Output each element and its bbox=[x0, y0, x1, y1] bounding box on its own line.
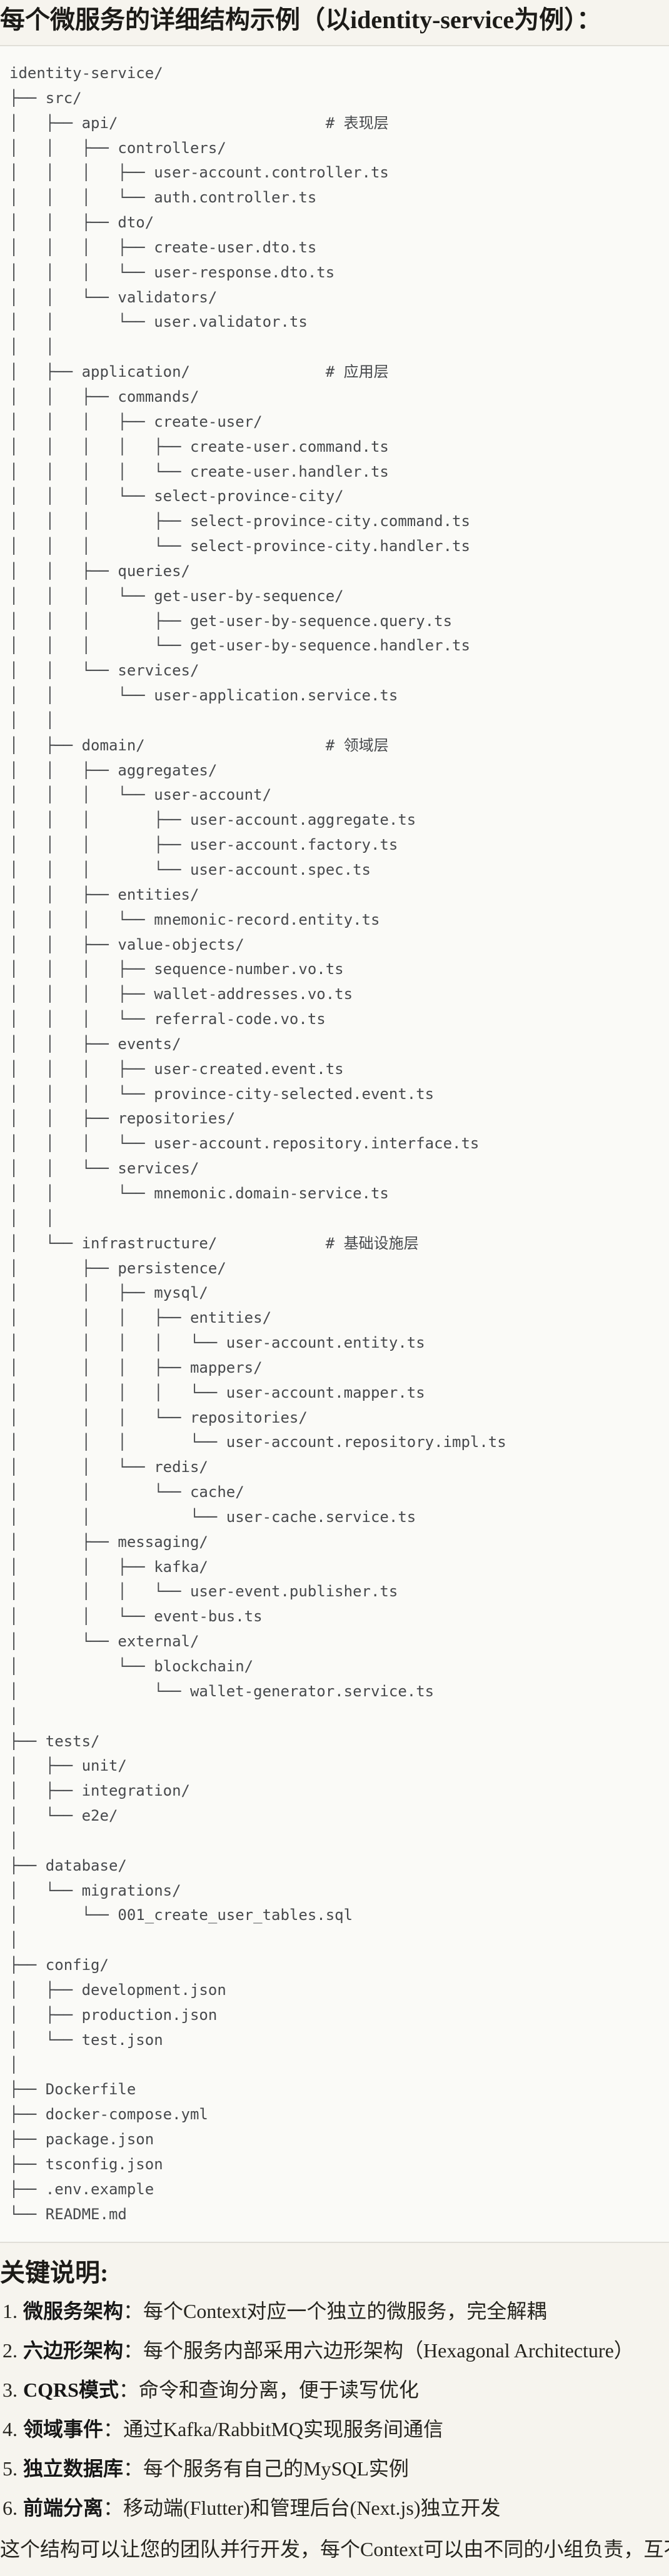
item-text: ：每个服务有自己的MySQL实例 bbox=[123, 2457, 409, 2480]
item-number: 6. bbox=[3, 2497, 18, 2520]
notes-list: 1.微服务架构：每个Context对应一个独立的微服务，完全解耦 2.六边形架构… bbox=[0, 2296, 669, 2523]
list-item: 6.前端分离：移动端(Flutter)和管理后台(Next.js)独立开发 bbox=[0, 2493, 669, 2523]
item-label: 独立数据库 bbox=[23, 2457, 124, 2480]
item-number: 5. bbox=[3, 2457, 18, 2480]
item-text: ：每个Context对应一个独立的微服务，完全解耦 bbox=[123, 2300, 547, 2323]
list-item: 2.六边形架构：每个服务内部采用六边形架构（Hexagonal Architec… bbox=[0, 2335, 669, 2365]
item-label: CQRS模式 bbox=[23, 2379, 119, 2402]
list-item: 5.独立数据库：每个服务有自己的MySQL实例 bbox=[0, 2454, 669, 2484]
item-number: 4. bbox=[3, 2418, 18, 2441]
page-title: 每个微服务的详细结构示例（以identity-service为例）： bbox=[0, 6, 602, 34]
document-page: { "theme":{ "page_bg":"#f6f4ee", "code_b… bbox=[0, 4, 669, 2576]
item-text: ：通过Kafka/RabbitMQ实现服务间通信 bbox=[103, 2418, 443, 2441]
item-number: 3. bbox=[3, 2379, 18, 2402]
item-label: 领域事件 bbox=[23, 2418, 104, 2441]
code-block-directory-tree: identity-service/ ├── src/ │ ├── api/ # … bbox=[0, 45, 669, 2244]
item-text: ：移动端(Flutter)和管理后台(Next.js)独立开发 bbox=[103, 2497, 501, 2520]
notes-heading: 关键说明: bbox=[0, 2259, 109, 2287]
item-label: 六边形架构 bbox=[23, 2339, 124, 2362]
item-text: ：命令和查询分离，便于读写优化 bbox=[118, 2379, 419, 2402]
list-item: 1.微服务架构：每个Context对应一个独立的微服务，完全解耦 bbox=[0, 2296, 669, 2326]
item-label: 微服务架构 bbox=[23, 2300, 124, 2323]
footer-note: 这个结构可以让您的团队并行开发，每个Context可以由不同的小组负责，互不干扰… bbox=[0, 2538, 669, 2561]
item-text: ：每个服务内部采用六边形架构（Hexagonal Architecture） bbox=[123, 2339, 634, 2362]
list-item: 3.CQRS模式：命令和查询分离，便于读写优化 bbox=[0, 2375, 669, 2405]
item-label: 前端分离 bbox=[23, 2497, 104, 2520]
tree-text: identity-service/ ├── src/ │ ├── api/ # … bbox=[9, 64, 506, 2223]
item-number: 1. bbox=[3, 2300, 18, 2323]
list-item: 4.领域事件：通过Kafka/RabbitMQ实现服务间通信 bbox=[0, 2414, 669, 2444]
item-number: 2. bbox=[3, 2339, 18, 2362]
